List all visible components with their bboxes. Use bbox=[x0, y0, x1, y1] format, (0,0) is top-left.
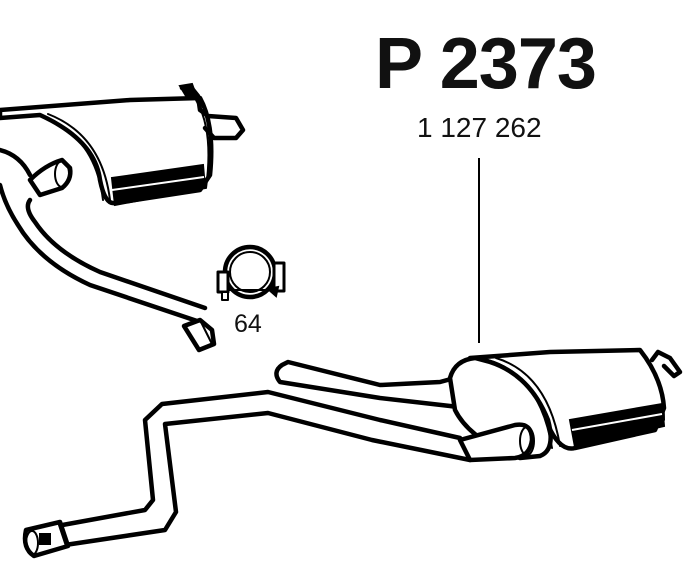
reference-number: 1 127 262 bbox=[417, 112, 542, 143]
clamp-label: 64 bbox=[234, 310, 262, 338]
front-silencer bbox=[0, 82, 246, 353]
rear-silencer-assembly bbox=[22, 347, 683, 559]
clamp-icon bbox=[216, 244, 286, 301]
part-number-title: P 2373 bbox=[375, 24, 597, 104]
